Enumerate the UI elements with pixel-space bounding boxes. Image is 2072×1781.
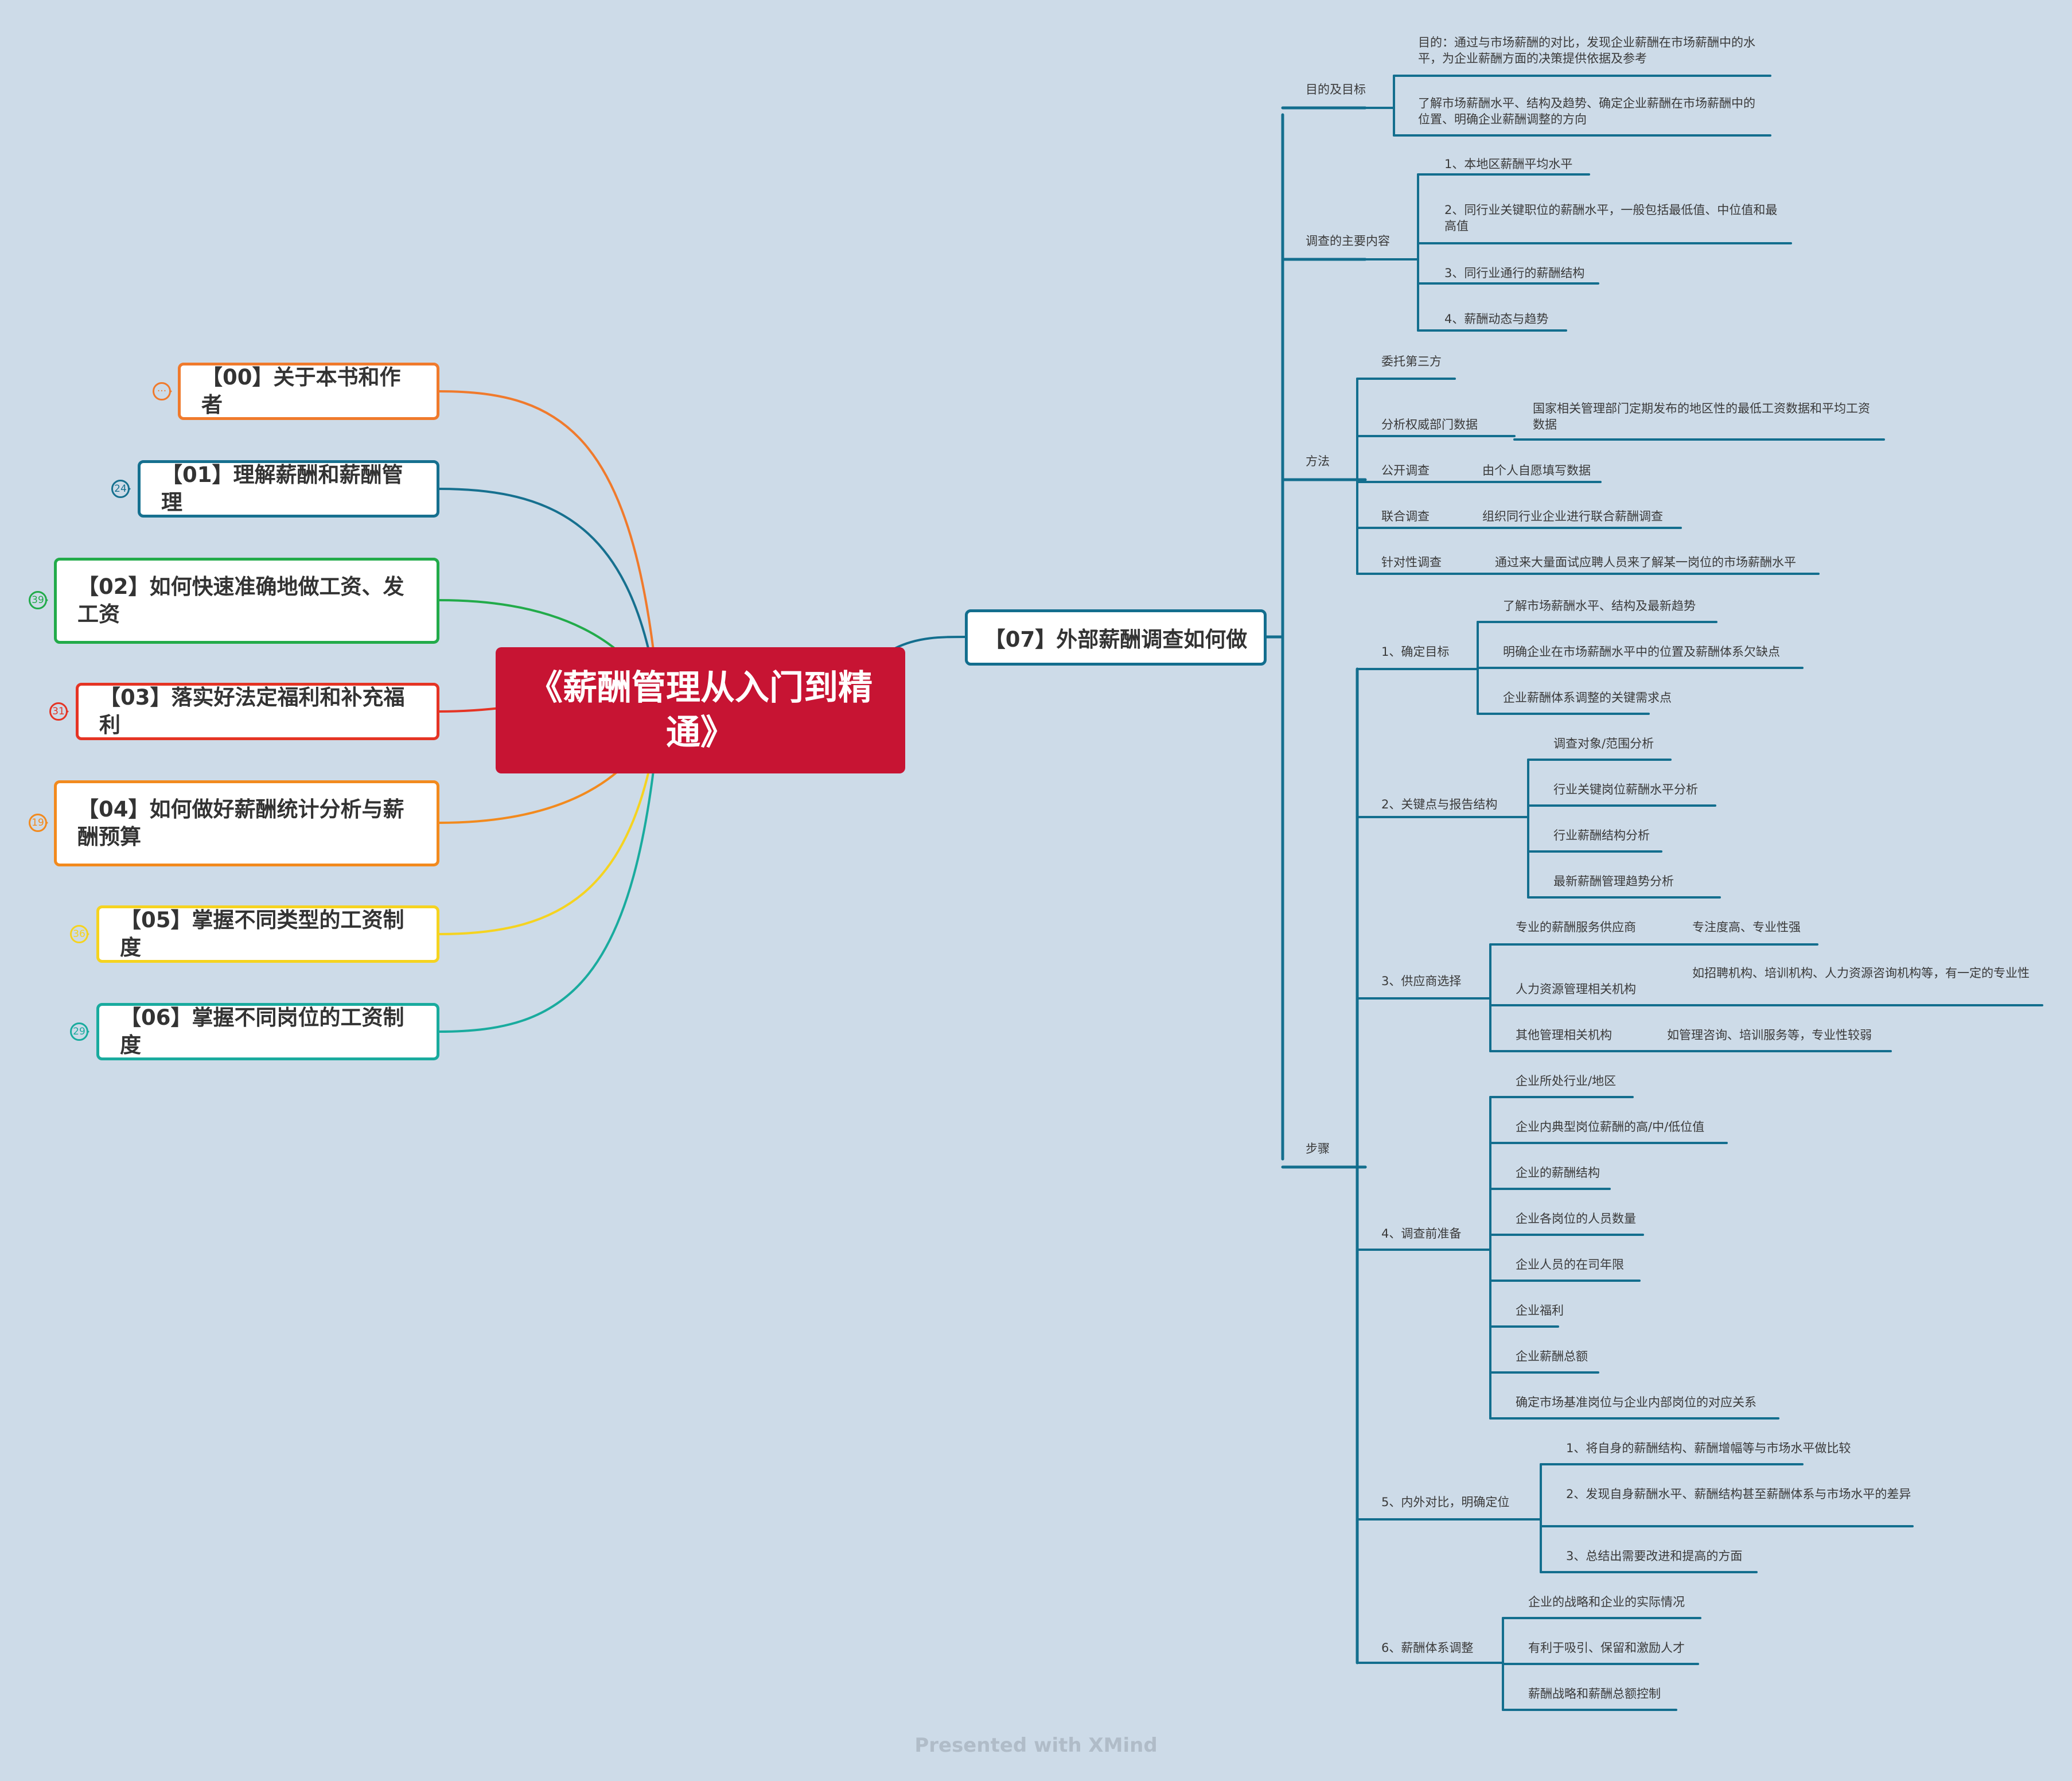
left-connector-5 [438, 709, 661, 935]
branch-content[interactable]: 调查的主要内容 [1306, 234, 1390, 248]
step-group-spine-1 [1525, 759, 1529, 899]
step-detail[interactable]: 如管理咨询、培训服务等，专业性较弱 [1667, 1028, 1872, 1042]
step-item[interactable]: 企业福利 [1516, 1304, 1564, 1317]
step-group-spine-2 [1488, 943, 1491, 1052]
method-detail[interactable]: 国家相关管理部门定期发布的地区性的最低工资数据和平均工资数据 [1533, 402, 1870, 432]
topic-06[interactable]: 【06】掌握不同岗位的工资制度 [96, 1003, 439, 1060]
content-item[interactable]: 3、同行业通行的薪酬结构 [1444, 266, 1585, 280]
topic-00[interactable]: 【00】关于本书和作者 [178, 363, 439, 420]
goal-underlines [1393, 75, 1771, 137]
topic-04[interactable]: 【04】如何做好薪酬统计分析与薪酬预算 [54, 780, 439, 866]
step-group[interactable]: 5、内外对比，明确定位 [1381, 1495, 1510, 1509]
step-group-spine-0 [1449, 621, 1479, 715]
step-item[interactable]: 最新薪酬管理趋势分析 [1553, 874, 1674, 888]
step-group[interactable]: 6、薪酬体系调整 [1381, 1641, 1474, 1655]
topic-05[interactable]: 【05】掌握不同类型的工资制度 [96, 905, 439, 963]
topic-05-label: 【05】掌握不同类型的工资制度 [120, 907, 404, 960]
branch-steps[interactable]: 步骤 [1306, 1142, 1330, 1156]
steps-spine [1356, 667, 1367, 1665]
content-item[interactable]: 1、本地区薪酬平均水平 [1444, 157, 1573, 171]
collapse-badge-02[interactable]: 39 [29, 591, 47, 609]
left-connector-1 [438, 488, 661, 711]
step-item[interactable]: 确定市场基准岗位与企业内部岗位的对应关系 [1516, 1395, 1756, 1409]
topic-02[interactable]: 【02】如何快速准确地做工资、发工资 [54, 558, 439, 644]
step-item[interactable]: 企业各岗位的人员数量 [1516, 1212, 1636, 1226]
right-connector [894, 636, 966, 650]
left-connector-6 [438, 709, 661, 1033]
method-detail[interactable]: 组织同行业企业进行联合薪酬调查 [1482, 510, 1663, 523]
method-item[interactable]: 分析权威部门数据 [1381, 418, 1478, 431]
goal-item[interactable]: 目的：通过与市场薪酬的对比，发现企业薪酬在市场薪酬中的水平，为企业薪酬方面的决策… [1418, 36, 1755, 66]
collapse-badge-05[interactable]: 36 [70, 925, 88, 943]
step-detail[interactable]: 如招聘机构、培训机构、人力资源咨询机构等，有一定的专业性 [1692, 966, 2030, 980]
step-item[interactable]: 其他管理相关机构 [1516, 1028, 1612, 1042]
step-group[interactable]: 2、关键点与报告结构 [1381, 798, 1498, 811]
step-item[interactable]: 专业的薪酬服务供应商 [1516, 920, 1636, 934]
method-item[interactable]: 针对性调查 [1381, 555, 1442, 569]
step-item[interactable]: 人力资源管理相关机构 [1516, 982, 1636, 996]
goal-spine [1364, 75, 1395, 137]
step-group[interactable]: 4、调查前准备 [1381, 1227, 1462, 1241]
step-item[interactable]: 企业人员的在司年限 [1516, 1258, 1624, 1271]
step-item[interactable]: 行业关键岗位薪酬水平分析 [1553, 783, 1698, 796]
step-item[interactable]: 企业所处行业/地区 [1516, 1074, 1617, 1088]
content-spine [1364, 173, 1419, 332]
step-group[interactable]: 1、确定目标 [1381, 645, 1450, 659]
step-detail[interactable]: 专注度高、专业性强 [1692, 920, 1801, 934]
step-group[interactable]: 3、供应商选择 [1381, 974, 1462, 988]
method-item[interactable]: 联合调查 [1381, 510, 1430, 523]
step-item[interactable]: 明确企业在市场薪酬水平中的位置及薪酬体系欠缺点 [1503, 645, 1780, 659]
method-detail[interactable]: 通过来大量面试应聘人员来了解某一岗位的市场薪酬水平 [1495, 555, 1796, 569]
content-item[interactable]: 2、同行业关键职位的薪酬水平，一般包括最低值、中位值和最高值 [1444, 203, 1778, 234]
step-item[interactable]: 行业薪酬结构分析 [1553, 829, 1650, 842]
topic-06-label: 【06】掌握不同岗位的工资制度 [120, 1005, 404, 1057]
method-item[interactable]: 委托第三方 [1381, 355, 1442, 368]
step-item[interactable]: 2、发现自身薪酬水平、薪酬结构甚至薪酬体系与市场水平的差异 [1566, 1487, 1911, 1501]
step-item[interactable]: 薪酬战略和薪酬总额控制 [1528, 1687, 1661, 1701]
topic-04-label: 【04】如何做好薪酬统计分析与薪酬预算 [77, 796, 404, 849]
step-item[interactable]: 了解市场薪酬水平、结构及最新趋势 [1503, 599, 1696, 613]
step-item[interactable]: 企业的薪酬结构 [1516, 1166, 1600, 1180]
branch-goal[interactable]: 目的及目标 [1306, 83, 1366, 96]
collapse-badge-04[interactable]: 19 [29, 814, 47, 832]
topic-03[interactable]: 【03】落实好法定福利和补充福利 [76, 683, 439, 740]
step-item[interactable]: 有利于吸引、保留和激励人才 [1528, 1641, 1685, 1655]
step-item[interactable]: 调查对象/范围分析 [1553, 737, 1654, 750]
step-group-spine-3 [1488, 1096, 1491, 1420]
step-item[interactable]: 1、将自身的薪酬结构、薪酬增幅等与市场水平做比较 [1566, 1441, 1851, 1455]
central-topic[interactable]: 《薪酬管理从入门到精通》 [496, 647, 905, 773]
goal-item[interactable]: 了解市场薪酬水平、结构及趋势、确定企业薪酬在市场薪酬中的位置、明确企业薪酬调整的… [1418, 96, 1755, 127]
collapse-badge-01[interactable]: 24 [111, 480, 130, 498]
collapse-badge-00[interactable]: ··· [153, 382, 171, 400]
topic-00-label: 【00】关于本书和作者 [201, 364, 401, 417]
collapse-badge-03[interactable]: 31 [49, 702, 68, 721]
step-item[interactable]: 企业的战略和企业的实际情况 [1528, 1595, 1685, 1609]
branch-method[interactable]: 方法 [1306, 454, 1330, 468]
topic-02-label: 【02】如何快速准确地做工资、发工资 [77, 574, 404, 627]
method-item[interactable]: 公开调查 [1381, 464, 1430, 477]
collapse-badge-06[interactable]: 29 [70, 1022, 88, 1041]
topic-07-label: 【07】外部薪酬调查如何做 [984, 627, 1248, 652]
content-item[interactable]: 4、薪酬动态与趋势 [1444, 312, 1549, 326]
footer-watermark: Presented with XMind [914, 1734, 1158, 1757]
topic-01-label: 【01】理解薪酬和薪酬管理 [161, 462, 403, 515]
method-detail[interactable]: 由个人自愿填写数据 [1482, 464, 1591, 477]
step-item[interactable]: 企业薪酬总额 [1516, 1350, 1588, 1363]
step-item[interactable]: 企业薪酬体系调整的关键需求点 [1503, 691, 1672, 705]
topic-03-label: 【03】落实好法定福利和补充福利 [99, 685, 405, 737]
method-spine [1353, 378, 1358, 575]
topic-07[interactable]: 【07】外部薪酬调查如何做 [965, 609, 1267, 666]
step-item[interactable]: 企业内典型岗位薪酬的高/中/低位值 [1516, 1120, 1705, 1134]
left-connector-0 [438, 390, 661, 711]
step-item[interactable]: 3、总结出需要改进和提高的方面 [1566, 1549, 1743, 1563]
topic-01[interactable]: 【01】理解薪酬和薪酬管理 [138, 460, 439, 518]
